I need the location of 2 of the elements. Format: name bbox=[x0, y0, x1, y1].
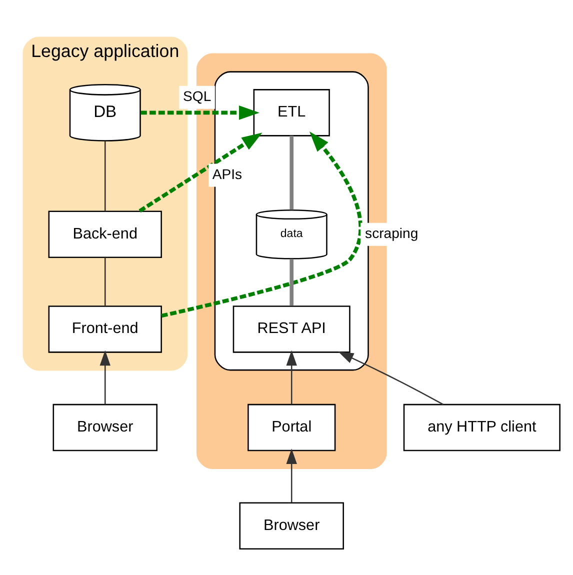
edge-label: APIs bbox=[212, 165, 242, 182]
edge-label: scraping bbox=[365, 224, 418, 240]
